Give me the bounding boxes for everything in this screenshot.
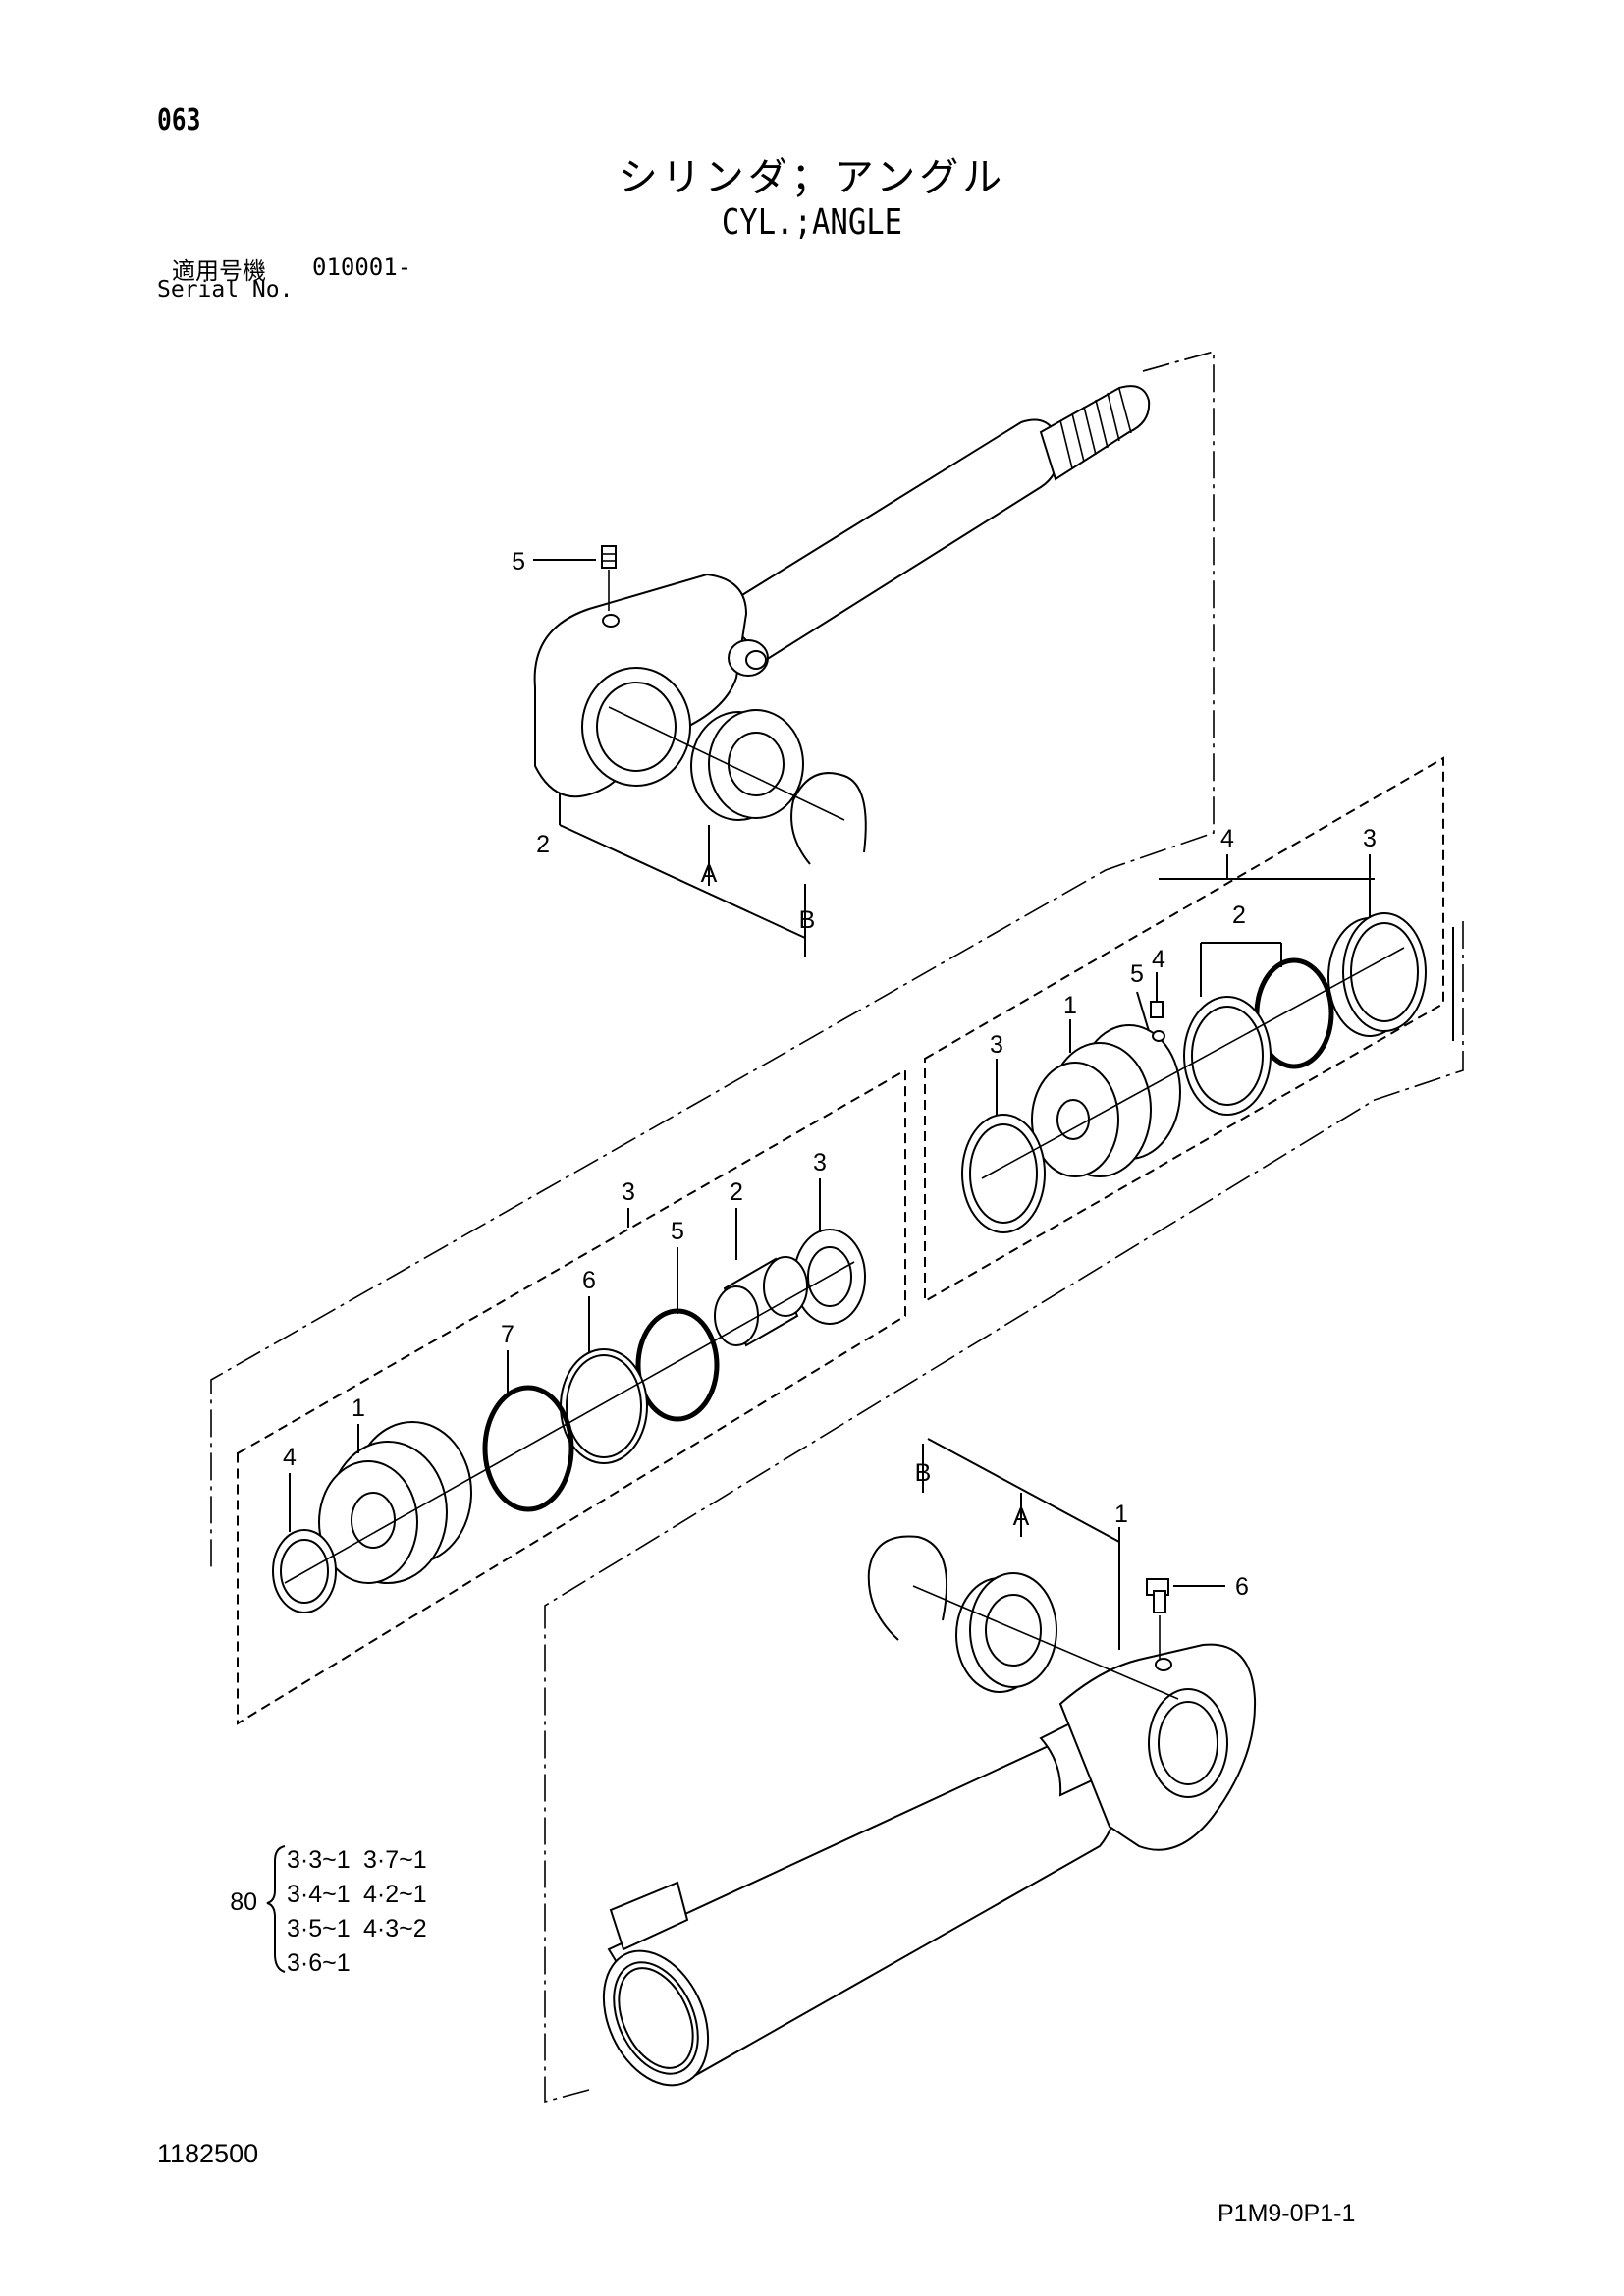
piston-leaders	[996, 854, 1454, 1115]
callout-piston-wear-ring-left: 3	[990, 1031, 1003, 1059]
callout-gland-wiper: 4	[283, 1444, 297, 1471]
callout-gland-bushing: 2	[730, 1178, 743, 1206]
page-number: 063	[157, 103, 201, 137]
callout-gland-oring-7: 7	[501, 1321, 514, 1348]
seal-kit-list: 80 3·3~1 3·7~1 3·4~1 4·2~1 3·5~1 4·3~2 3…	[230, 1845, 427, 1977]
gland-assembly	[272, 1229, 866, 1613]
callout-tube-grease-fitting: 6	[1235, 1573, 1249, 1601]
callout-gland-dust-seal: 3	[813, 1149, 827, 1176]
serial-label-english: Serial No.	[157, 277, 294, 302]
document-number: 1182500	[157, 2139, 259, 2168]
tube-bushing	[955, 1572, 1057, 1693]
seal-kit-row-1-col-1: 3·3~1	[287, 1846, 351, 1874]
callout-piston-seal-pair: 2	[1232, 902, 1246, 929]
tube-leaders	[922, 1438, 1225, 1650]
gland-leaders	[289, 1178, 821, 1532]
rod-leaders	[533, 559, 806, 957]
seal-kit-row-3-col-2: 4·3~2	[363, 1915, 427, 1942]
gland-assembly-box	[237, 1068, 906, 1725]
title-english: CYL.;ANGLE	[721, 202, 903, 243]
tube-grease-fitting	[1146, 1578, 1169, 1660]
callout-gland: 1	[352, 1394, 365, 1422]
callout-piston-set-screw: 5	[1130, 960, 1144, 988]
seal-kit-row-2-col-2: 4·2~1	[363, 1881, 427, 1908]
callout-tube-bushing: A	[1013, 1503, 1030, 1531]
callout-gland-oring-5: 5	[671, 1218, 684, 1245]
callout-gland-backup-6: 6	[582, 1267, 596, 1294]
callout-rod-bushing: A	[701, 860, 718, 888]
rod-grease-fitting	[601, 545, 617, 611]
callout-piston-group: 4	[1220, 825, 1234, 852]
callout-rod-grease-fitting: 5	[512, 548, 525, 575]
page-code: P1M9-0P1-1	[1218, 2200, 1356, 2227]
title-japanese: シリンダ；アングル	[618, 155, 1006, 200]
piston-rod	[533, 385, 1151, 798]
seal-kit-row-3-col-1: 3·5~1	[287, 1915, 351, 1942]
callout-tube-snap-ring: B	[915, 1459, 932, 1487]
callout-piston-wear-ring-right: 3	[1363, 825, 1377, 852]
tube-snap-ring	[867, 1535, 948, 1641]
seal-kit-number: 80	[230, 1888, 257, 1916]
callout-rod-group: 2	[536, 831, 550, 858]
serial-label-japanese: 適用号機	[172, 257, 266, 285]
callout-rod-snap-ring: B	[799, 906, 816, 934]
callout-piston: 1	[1063, 992, 1077, 1019]
seal-kit-row-4-col-1: 3·6~1	[287, 1949, 351, 1977]
callout-tube-group: 1	[1114, 1501, 1128, 1528]
callout-piston-nut: 4	[1152, 946, 1165, 973]
tube-assembly-frame	[544, 921, 1464, 2104]
piston-assembly	[961, 912, 1427, 1233]
rod-snap-ring	[790, 772, 867, 865]
rod-bushing	[690, 709, 804, 821]
seal-kit-row-1-col-2: 3·7~1	[363, 1846, 427, 1874]
callout-gland-group: 3	[622, 1178, 635, 1206]
rod-assembly-frame	[210, 350, 1215, 1569]
seal-kit-row-2-col-1: 3·4~1	[287, 1881, 351, 1908]
piston-assembly-box	[924, 756, 1444, 1303]
serial-number: 010001-	[312, 253, 412, 281]
cylinder-tube	[602, 1643, 1257, 2087]
